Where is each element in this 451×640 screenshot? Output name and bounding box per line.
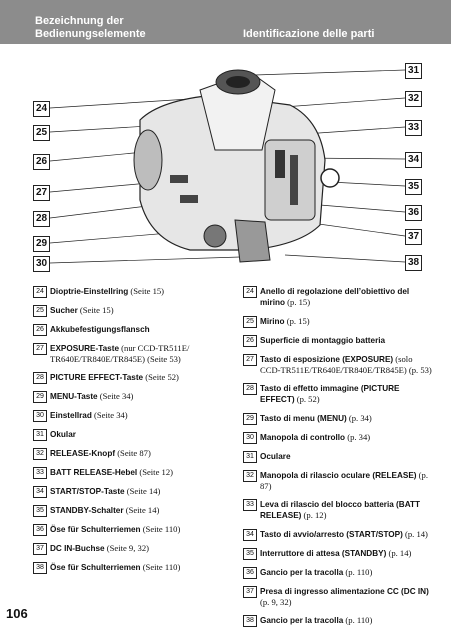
callout-27: 27 xyxy=(33,185,50,201)
callout-32: 32 xyxy=(405,91,422,107)
callout-35: 35 xyxy=(405,179,422,195)
callout-37: 37 xyxy=(405,229,422,245)
callout-30: 30 xyxy=(33,256,50,272)
header-title-german: Bezeichnung der Bedienungselemente xyxy=(35,15,146,41)
callout-33: 33 xyxy=(405,120,422,136)
camcorder-drawing xyxy=(49,69,406,264)
header-title-line1: Bezeichnung der xyxy=(35,15,124,27)
callout-25: 25 xyxy=(33,125,50,141)
header-title-line2: Bedienungselemente xyxy=(35,28,146,40)
callout-31: 31 xyxy=(405,63,422,79)
callout-38: 38 xyxy=(405,255,422,271)
callout-29: 29 xyxy=(33,236,50,252)
callout-28: 28 xyxy=(33,211,50,227)
callout-24: 24 xyxy=(33,101,50,117)
callout-34: 34 xyxy=(405,152,422,168)
camcorder-illustration: 24 25 26 27 28 29 30 31 32 33 34 35 36 3… xyxy=(0,50,451,280)
page-number: 106 xyxy=(6,606,28,621)
callout-36: 36 xyxy=(405,205,422,221)
callout-26: 26 xyxy=(33,154,50,170)
header-title-italian: Identificazione delle parti xyxy=(243,28,375,40)
page-header: Bezeichnung der Bedienungselemente Ident… xyxy=(0,0,451,44)
